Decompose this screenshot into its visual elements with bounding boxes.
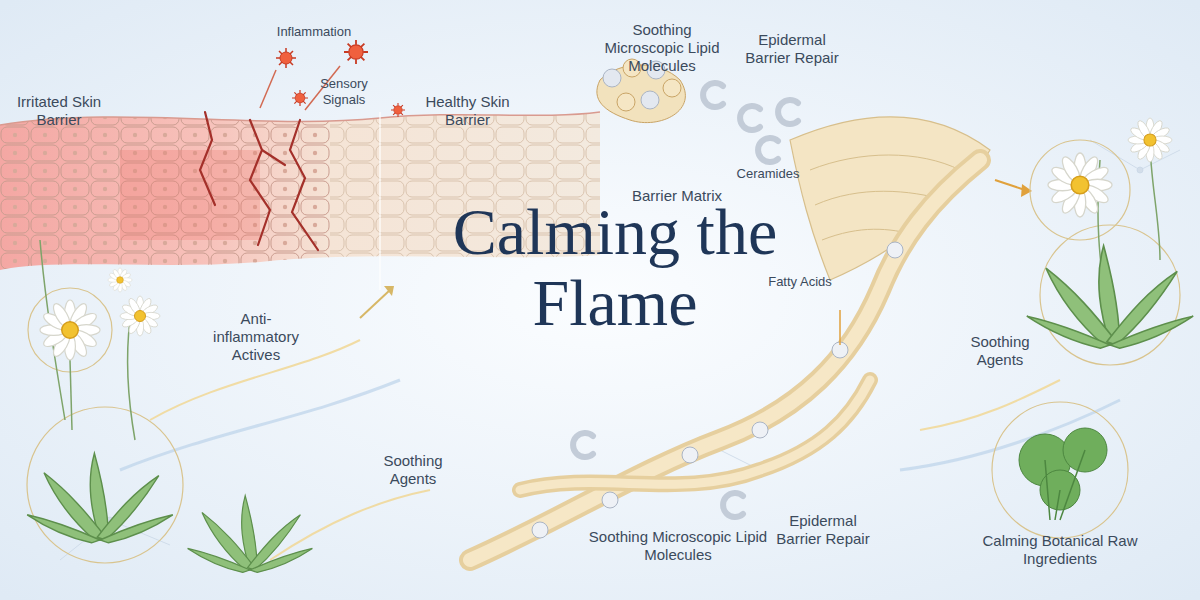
process-label: Epidermal Barrier Repair: [776, 512, 870, 548]
ingredient-label: Calming Botanical Raw Ingredients: [960, 532, 1160, 568]
region-label: Healthy Skin Barrier: [420, 93, 515, 129]
process-label: Epidermal Barrier Repair: [742, 31, 842, 67]
ingredient-label: Anti-inflammatory Actives: [206, 310, 306, 364]
callout-label: Sensory Signals: [312, 76, 376, 107]
callout-label: Inflammation: [262, 24, 366, 40]
molecule-label: Fatty Acids: [758, 274, 842, 290]
molecule-label: Soothing Microscopic Lipid Molecules: [588, 528, 768, 564]
title: Calming the Flame: [425, 196, 805, 339]
region-label: Irritated Skin Barrier: [14, 93, 104, 129]
molecule-label: Ceramides: [728, 166, 808, 182]
molecule-label: Soothing Microscopic Lipid Molecules: [592, 21, 732, 75]
ingredient-label: Soothing Agents: [950, 333, 1050, 369]
structure-label: Barrier Matrix: [614, 187, 740, 205]
ingredient-label: Soothing Agents: [375, 452, 451, 488]
